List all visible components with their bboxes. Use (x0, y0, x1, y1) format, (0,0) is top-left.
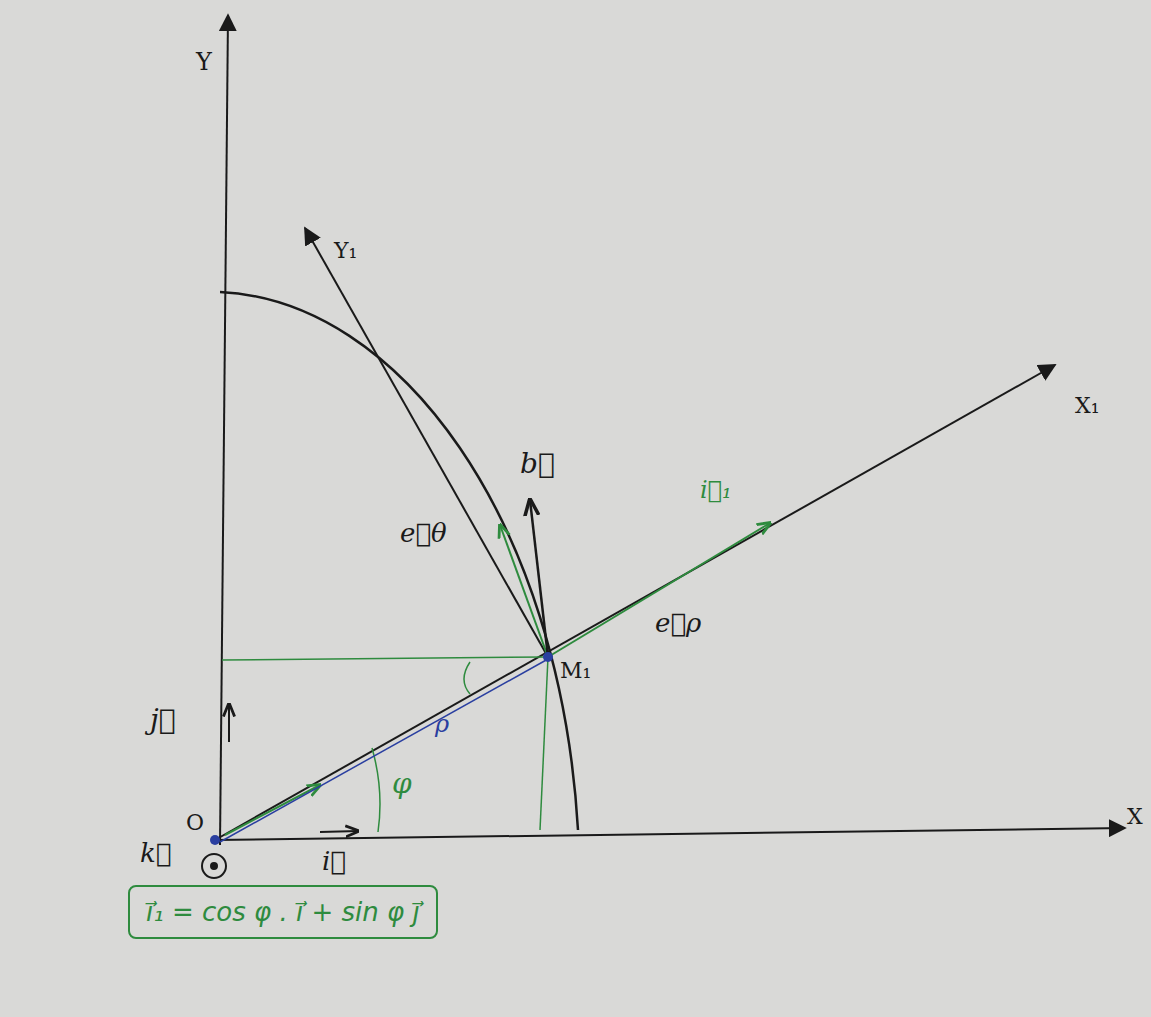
point-name: M₁ (560, 660, 591, 682)
vector-name: e⃗ρ (655, 610, 701, 636)
vector-name: i⃗₁ (700, 478, 732, 502)
point-dot (543, 652, 553, 662)
axes (215, 15, 1125, 845)
projections (222, 523, 770, 835)
point-name: O (186, 812, 204, 834)
angle-arc (464, 662, 470, 694)
angle-name: φ (392, 770, 412, 798)
y1-axis (305, 228, 548, 657)
axis-name: Y (196, 50, 212, 74)
k-symbol (202, 854, 226, 878)
vector-name: e⃗θ (400, 520, 447, 546)
trajectory-arc (220, 292, 578, 830)
vector-name: k⃗ (140, 840, 171, 866)
axis-name: Y₁ (334, 240, 357, 262)
vector-name: b⃗ (520, 450, 555, 478)
origin-dot (210, 835, 220, 845)
angle-arc (372, 748, 380, 832)
axis-name: X₁ (1075, 395, 1099, 417)
x1-axis (215, 365, 1055, 840)
base-vectors (202, 500, 548, 878)
y-axis (220, 15, 228, 845)
formula-text: i⃗₁ = cos φ . i⃗ + sin φ j⃗ (146, 897, 420, 927)
radius-name: ρ (435, 712, 449, 736)
projection-line (540, 657, 548, 830)
x-axis (215, 828, 1125, 840)
unit-vector (320, 831, 358, 832)
axis-name: X (1127, 806, 1143, 828)
radius-line (220, 659, 548, 842)
unit-vector (228, 704, 230, 742)
unit-vector (225, 785, 320, 835)
k-symbol (211, 863, 217, 869)
formula-box: i⃗₁ = cos φ . i⃗ + sin φ j⃗ (128, 885, 438, 939)
vector-name: i⃗ (322, 848, 346, 874)
vector-name: j⃗ (150, 706, 175, 734)
unit-vector (548, 523, 770, 657)
projection-line (222, 657, 548, 660)
unit-vector (530, 500, 548, 657)
